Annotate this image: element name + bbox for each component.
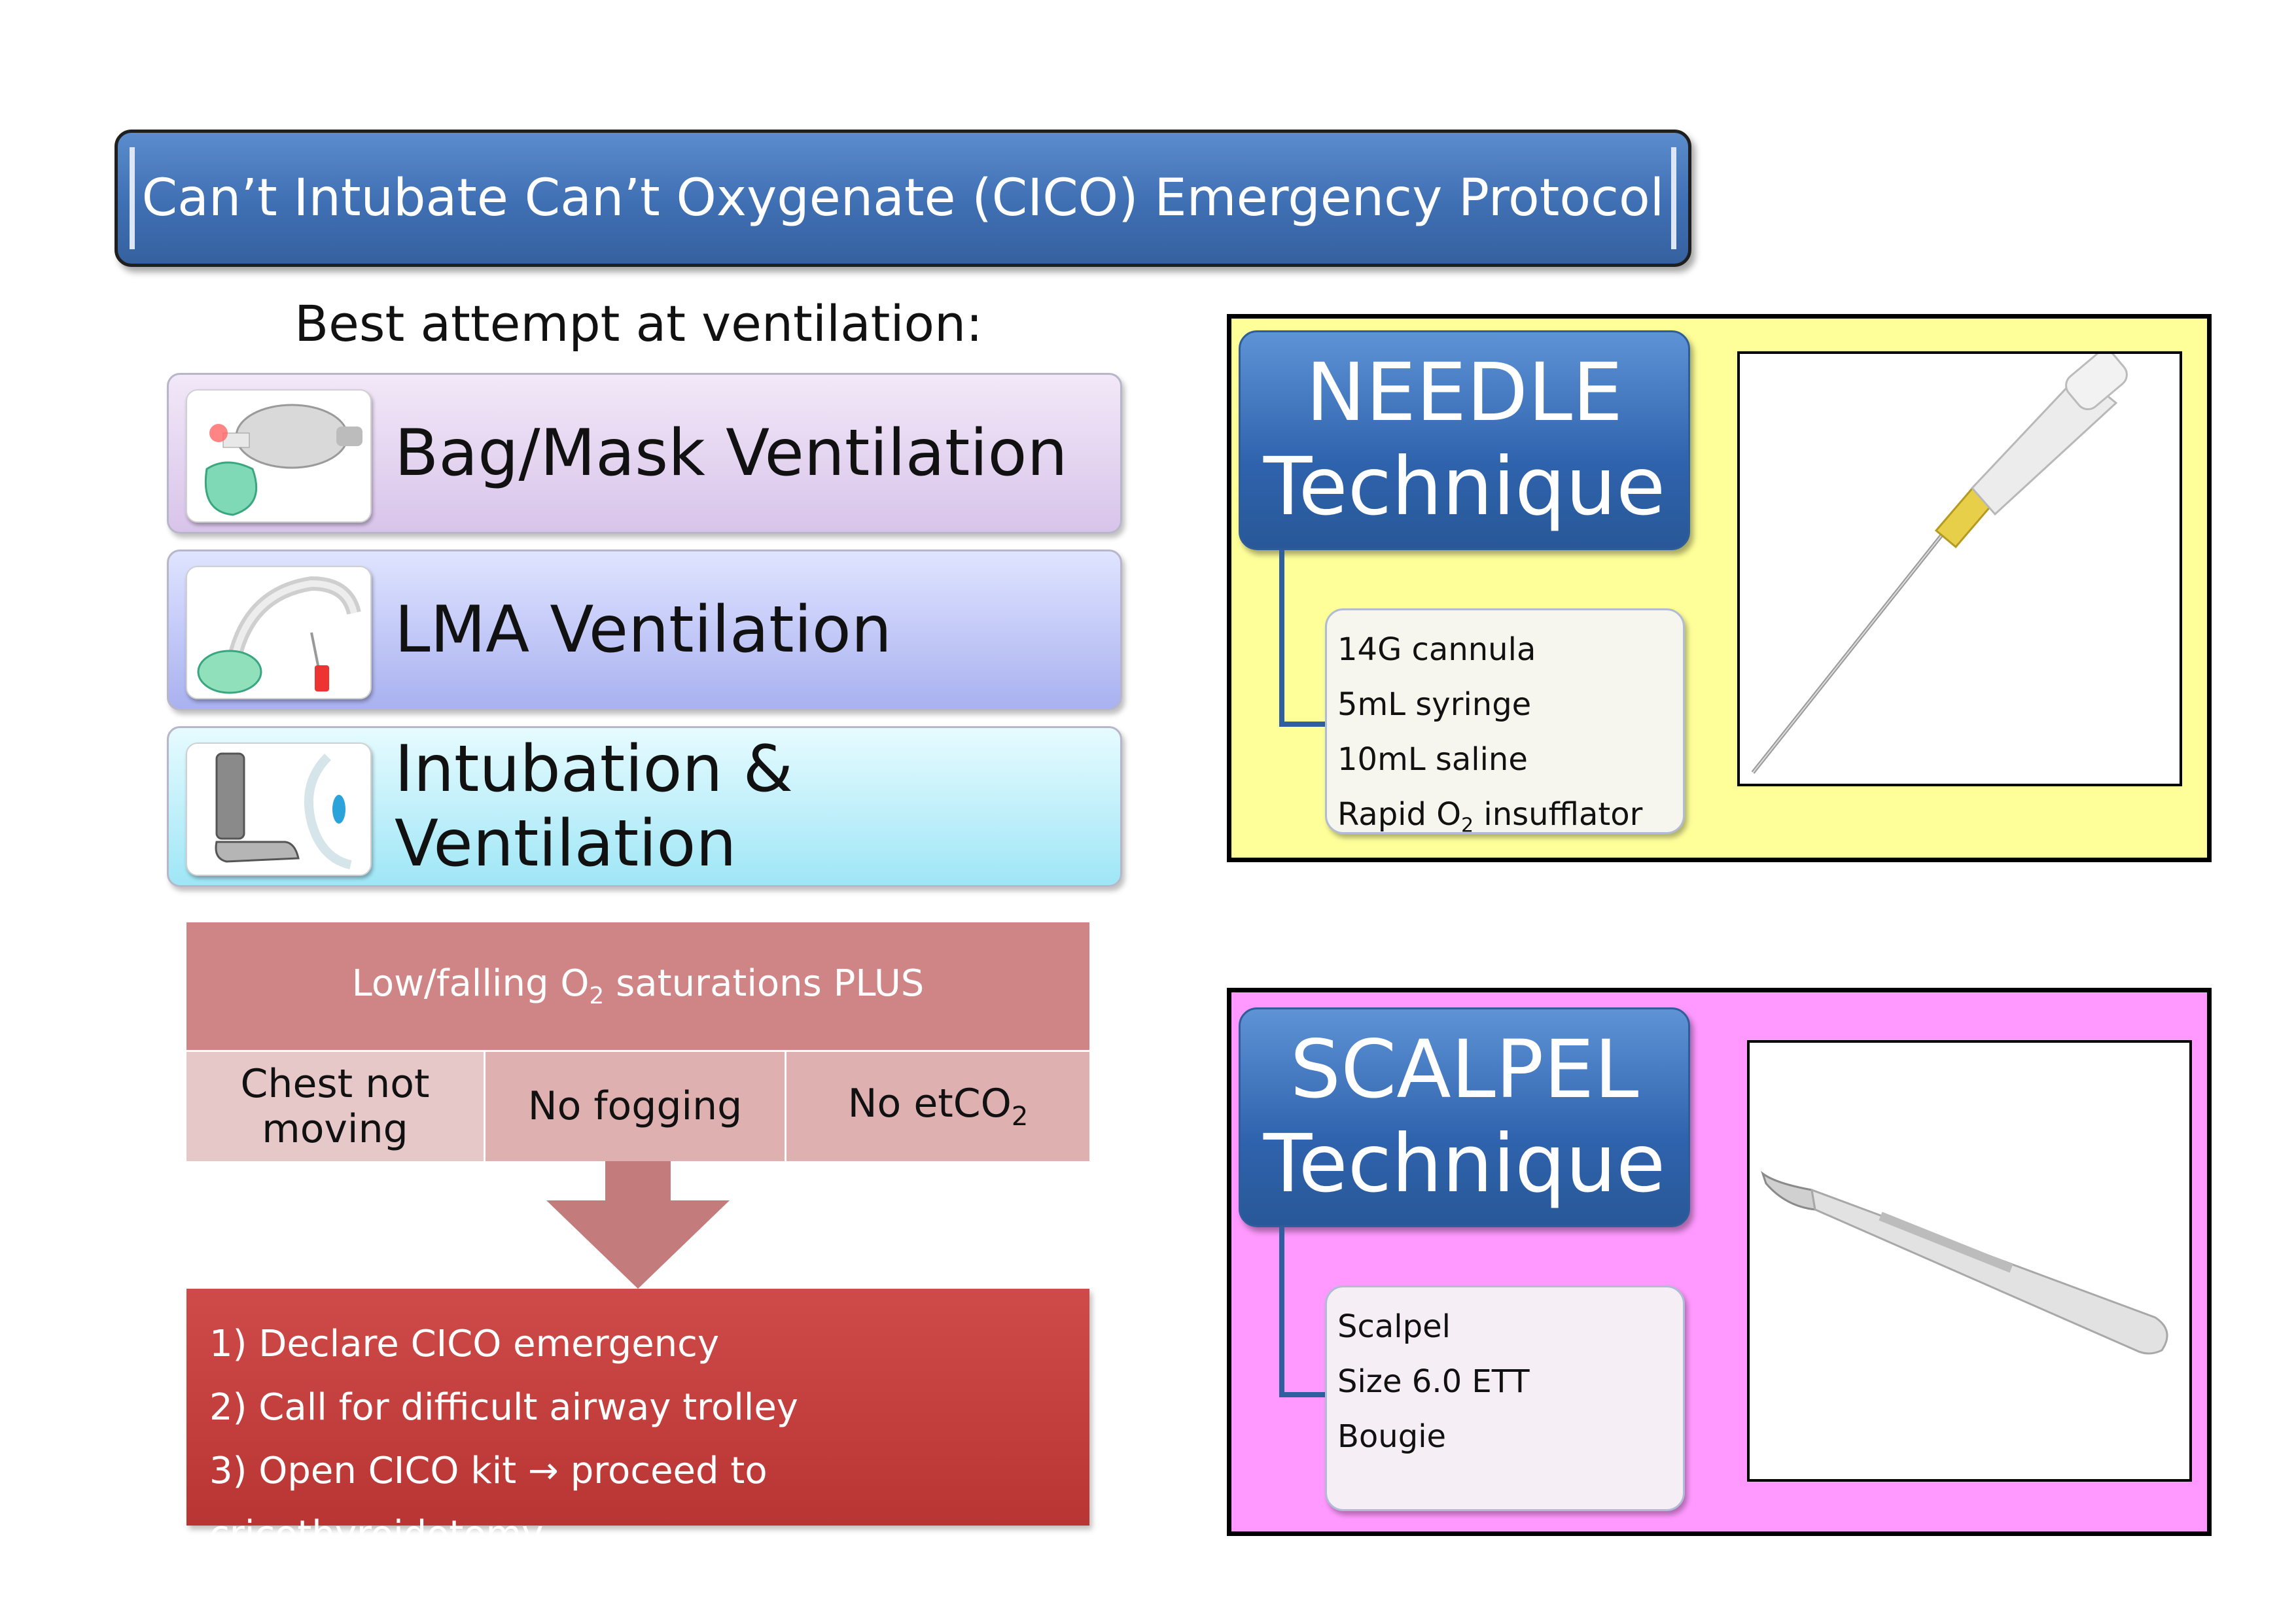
- scalpel-technique-title: SCALPEL Technique: [1239, 1007, 1690, 1227]
- title-banner: Can’t Intubate Can’t Oxygenate (CICO) Em…: [115, 130, 1691, 267]
- scalpel-connector: [1279, 1227, 1325, 1397]
- intubation-ventilation-row: Intubation & Ventilation: [167, 726, 1122, 887]
- needle-connector: [1279, 550, 1325, 727]
- signs-header-text: Low/falling O2 saturations PLUS: [351, 962, 925, 1010]
- action-declare: 1) Declare CICO emergency: [209, 1323, 720, 1365]
- bag-mask-ventilation-row: Bag/Mask Ventilation: [167, 373, 1122, 534]
- needle-item: 14G cannula: [1337, 631, 1536, 668]
- needle-item: 5mL syringe: [1337, 686, 1532, 723]
- scalpel-item: Size 6.0 ETT: [1337, 1363, 1530, 1400]
- laryngoscope-icon: [186, 742, 372, 876]
- needle-item: 10mL saline: [1337, 741, 1528, 778]
- bag-mask-label: Bag/Mask Ventilation: [395, 416, 1068, 491]
- down-arrow-icon: [546, 1161, 730, 1289]
- needle-items-box: 14G cannula 5mL syringe 10mL saline Rapi…: [1325, 608, 1685, 837]
- action-open-kit: 3) Open CICO kit → proceed to cricothyro…: [209, 1450, 768, 1556]
- page-title: Can’t Intubate Can’t Oxygenate (CICO) Em…: [141, 169, 1665, 228]
- cannula-image: [1737, 349, 2182, 786]
- lma-label: LMA Ventilation: [395, 593, 892, 667]
- lma-icon: [186, 566, 372, 699]
- needle-item: Rapid O2 insufflator: [1337, 796, 1643, 837]
- sign-no-fogging: No fogging: [486, 1050, 786, 1161]
- ventilation-heading: Best attempt at ventilation:: [294, 294, 983, 353]
- scalpel-item: Bougie: [1337, 1418, 1447, 1455]
- bag-mask-icon: [186, 389, 372, 523]
- signs-header: Low/falling O2 saturations PLUS: [186, 922, 1089, 1050]
- actions-box: 1) Declare CICO emergency 2) Call for di…: [186, 1289, 1089, 1556]
- needle-technique-title: NEEDLE Technique: [1239, 330, 1690, 550]
- sign-no-etco2: No etCO2: [786, 1050, 1089, 1161]
- scalpel-items-box: Scalpel Size 6.0 ETT Bougie: [1325, 1285, 1685, 1511]
- intubation-label: Intubation & Ventilation: [395, 732, 794, 881]
- lma-ventilation-row: LMA Ventilation: [167, 550, 1122, 710]
- action-call-trolley: 2) Call for difficult airway trolley: [209, 1386, 798, 1429]
- scalpel-item: Scalpel: [1337, 1308, 1451, 1345]
- scalpel-image: [1747, 1040, 2192, 1482]
